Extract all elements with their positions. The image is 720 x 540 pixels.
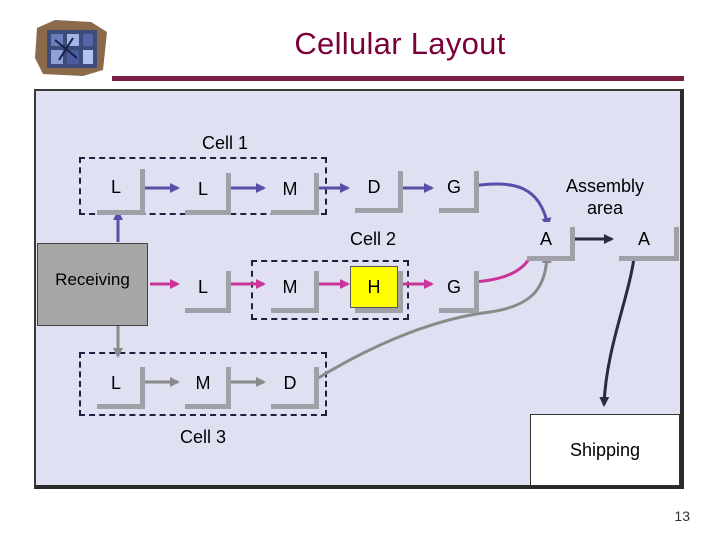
cell-1-outline xyxy=(79,157,327,215)
page-number: 13 xyxy=(674,508,690,524)
title-rule xyxy=(112,76,684,81)
cell-3-outline xyxy=(79,352,327,416)
receiving-station: Receiving xyxy=(37,243,148,326)
flow-g-to-assembly-1 xyxy=(471,182,552,228)
station-mill-cell1: M xyxy=(266,168,314,210)
logo xyxy=(33,18,111,78)
assembly-station-2: A xyxy=(614,222,674,256)
flow-d-to-assembly-3 xyxy=(314,253,552,382)
station-mill-cell2: M xyxy=(266,266,314,308)
station-drill-cell1: D xyxy=(350,166,398,208)
assembly-area-label: Assembly area xyxy=(565,176,645,218)
shipping-station: Shipping xyxy=(530,414,680,486)
flow-a-to-shipping xyxy=(599,257,636,407)
assembly-station-1: A xyxy=(522,222,570,256)
cell-3-label: Cell 3 xyxy=(179,427,227,447)
station-heat-treat-cell2: H xyxy=(350,266,398,308)
cell-2-label: Cell 2 xyxy=(349,229,397,249)
page-title: Cellular Layout xyxy=(294,26,506,61)
station-grinder-cell2: G xyxy=(434,266,474,308)
station-lathe-cell3: L xyxy=(92,362,140,404)
station-lathe-cell2: L xyxy=(180,266,226,308)
station-drill-cell3: D xyxy=(266,362,314,404)
cell-2-outline xyxy=(251,260,409,320)
station-lathe-cell1-b: L xyxy=(180,168,226,210)
station-lathe-cell1-a: L xyxy=(92,164,140,210)
station-grinder-cell1: G xyxy=(434,166,474,208)
cell-1-label: Cell 1 xyxy=(201,133,249,153)
station-mill-cell3: M xyxy=(180,362,226,404)
